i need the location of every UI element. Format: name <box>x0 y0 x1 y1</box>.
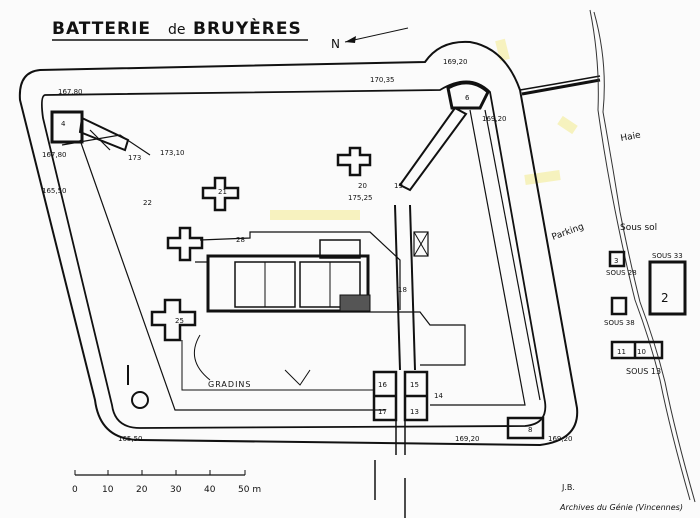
num-11: 11 <box>617 348 626 356</box>
passage-18 <box>394 204 429 371</box>
title: BATTERIE de BRUYÈRES <box>52 17 308 41</box>
bastion-4: 4 <box>50 110 130 152</box>
scale-tick-40: 40 <box>204 485 216 495</box>
sous13-label: SOUS 13 <box>626 367 661 376</box>
room-16-label: 16 <box>378 381 387 389</box>
room-21-label: 21 <box>218 188 227 196</box>
scale-tick-10: 10 <box>102 485 114 495</box>
room-6-label: 6 <box>465 94 470 102</box>
elev-west-side: 165,50 <box>42 187 67 195</box>
sous38-label: SOUS 38 <box>604 319 635 327</box>
scale-tick-20: 20 <box>136 485 148 495</box>
num-3: 3 <box>614 257 618 265</box>
room-20-label: 20 <box>358 182 367 190</box>
room-labels: 8 13 14 15 16 17 18 19 20 21 22 25 28 GR… <box>143 182 532 434</box>
scale-tick-0: 0 <box>72 485 78 495</box>
parking-label: Parking <box>551 222 586 243</box>
room-8-label: 8 <box>528 426 532 434</box>
outer-wall <box>18 40 579 447</box>
room-18-label: 18 <box>398 286 407 294</box>
north-arrow: N <box>331 27 409 51</box>
scale-bar: 0 10 20 30 40 50 m <box>72 470 261 495</box>
elev-se-bottom1: 169,20 <box>455 435 480 443</box>
room-22-label: 22 <box>143 199 152 207</box>
title-main: BATTERIE <box>52 19 151 39</box>
elev-nw-left: 167,80 <box>42 151 67 159</box>
haie-label: Haie <box>620 130 642 143</box>
room-25-label: 25 <box>175 317 184 325</box>
elev-north-mid: 170,35 <box>370 76 395 84</box>
sous33-label: SOUS 33 <box>652 252 683 260</box>
right-labels: Haie Parking Sous sol SOUS 33 SOUS 28 SO… <box>551 130 683 376</box>
scale-tick-50: 50 m <box>238 485 261 495</box>
title-name: BRUYÈRES <box>193 17 302 39</box>
elev-sw-bottom: 165,50 <box>118 435 143 443</box>
sous-sol-rooms <box>608 250 687 360</box>
author-initials: J.B. <box>561 483 575 492</box>
title-de: de <box>168 22 186 38</box>
elevation-labels: 167,80 167,80 165,50 170,35 169,20 169,2… <box>42 58 573 443</box>
gradins-area <box>127 334 375 409</box>
room-19-label: 19 <box>394 182 403 190</box>
south-rooms <box>372 370 545 455</box>
gradins-label: GRADINS <box>208 380 252 389</box>
elev-ne-top: 169,20 <box>443 58 468 66</box>
room-17-label: 17 <box>378 408 387 416</box>
room-4-label: 4 <box>61 120 66 128</box>
elev-ne-right: 169,20 <box>482 115 507 123</box>
north-label: N <box>331 37 340 51</box>
archive-credit: Archives du Génie (Vincennes) <box>559 502 683 512</box>
bastion-6: 6 <box>398 81 490 192</box>
elev-inner2: 173,10 <box>160 149 185 157</box>
credits: J.B. Archives du Génie (Vincennes) <box>559 483 683 512</box>
sous-sol-label: Sous sol <box>620 223 657 233</box>
sous28-label: SOUS 28 <box>606 269 637 277</box>
room-13-label: 13 <box>410 408 419 416</box>
scale-tick-30: 30 <box>170 485 182 495</box>
num-2: 2 <box>661 291 669 305</box>
room-15-label: 15 <box>410 381 419 389</box>
num-10: 10 <box>637 348 646 356</box>
room-28-label: 28 <box>236 236 245 244</box>
yellow-highlights <box>270 38 578 220</box>
room-14-label: 14 <box>434 392 443 400</box>
elev-se-bottom2: 169,20 <box>548 435 573 443</box>
elev-center: 175,25 <box>348 194 373 202</box>
elev-inner1: 173 <box>128 154 141 162</box>
cross-structures <box>150 146 372 342</box>
central-building <box>195 231 466 366</box>
elev-nw-top: 167,80 <box>58 88 83 96</box>
access-road <box>374 75 601 518</box>
